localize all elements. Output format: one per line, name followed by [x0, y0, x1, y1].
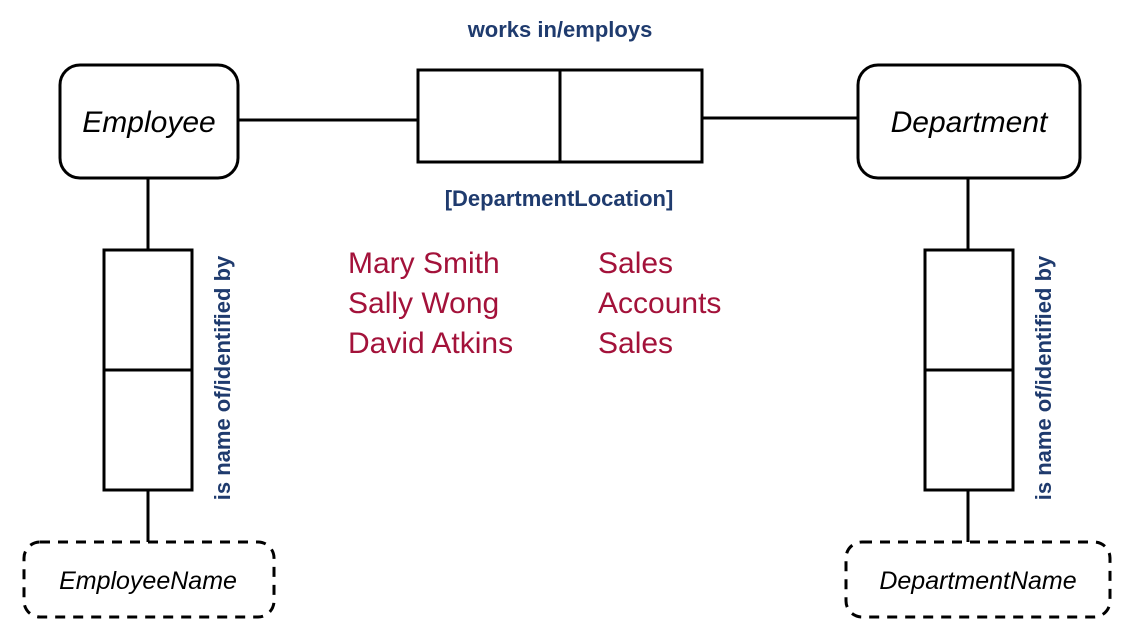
works-in-role-right	[558, 68, 704, 164]
employeename-value-type[interactable]: EmployeeName	[22, 540, 276, 619]
departmentname-value-type[interactable]: DepartmentName	[844, 540, 1112, 619]
employee-entity-box	[58, 63, 240, 180]
department-entity[interactable]: Department	[856, 63, 1082, 180]
sample-department-1: Sales	[598, 247, 673, 280]
employee-name-fact-type[interactable]	[102, 248, 194, 492]
department-name-role-top	[923, 248, 1015, 372]
department-name-role-bottom	[923, 368, 1015, 492]
department-entity-box	[856, 63, 1082, 180]
works-in-role-left	[416, 68, 562, 164]
works-in-reading: works in/employs	[467, 17, 653, 42]
employeename-value-box	[22, 540, 276, 619]
sample-department-2: Accounts	[598, 287, 721, 320]
employee-name-role-top	[102, 248, 194, 372]
department-entity-label: Department	[891, 106, 1049, 139]
employeename-value-label: EmployeeName	[59, 567, 237, 595]
department-name-reading: is name of/identified by	[1031, 255, 1056, 500]
employee-entity-label: Employee	[82, 106, 215, 139]
departmentname-value-box	[844, 540, 1112, 619]
departmentname-value-label: DepartmentName	[879, 567, 1076, 595]
works-in-fact-type[interactable]	[416, 68, 704, 164]
employee-name-reading: is name of/identified by	[210, 255, 235, 500]
works-in-constraint-label: [DepartmentLocation]	[445, 186, 674, 211]
sample-population: Mary Smith Sally Wong David Atkins Sales…	[348, 247, 721, 360]
department-name-fact-type[interactable]	[923, 248, 1015, 492]
sample-employee-2: Sally Wong	[348, 287, 499, 320]
sample-employee-1: Mary Smith	[348, 247, 500, 280]
sample-department-3: Sales	[598, 327, 673, 360]
employee-entity[interactable]: Employee	[58, 63, 240, 180]
sample-employee-3: David Atkins	[348, 327, 513, 360]
employee-name-role-bottom	[102, 368, 194, 492]
